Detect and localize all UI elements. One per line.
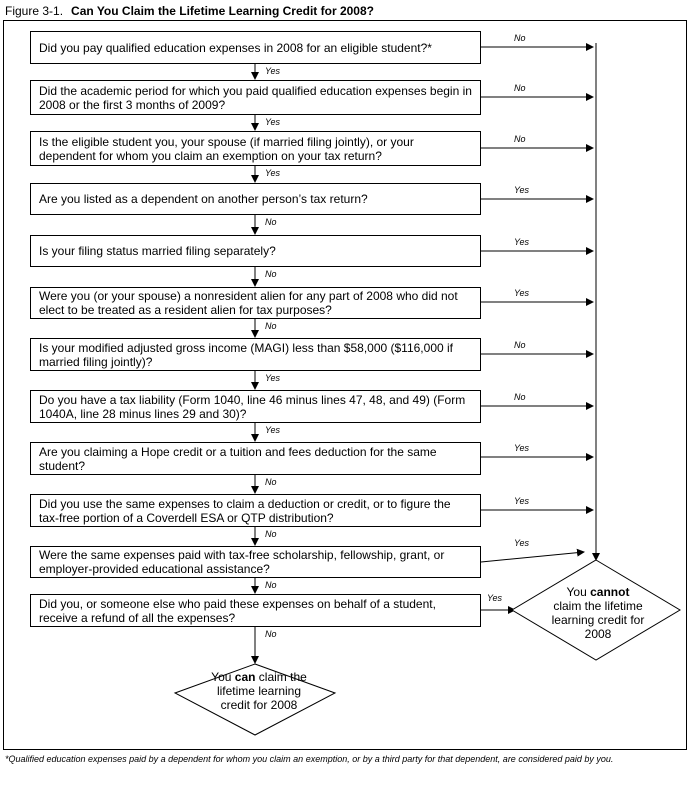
branch-label: No xyxy=(514,33,526,43)
branch-label: Yes xyxy=(514,185,530,195)
branch-label: No xyxy=(265,529,277,539)
question-box-8: Do you have a tax liability (Form 1040, … xyxy=(30,390,481,423)
question-text: Were you (or your spouse) a nonresident … xyxy=(39,289,458,317)
branch-label: Yes xyxy=(265,373,281,383)
branch-label: Yes xyxy=(514,288,530,298)
question-box-10: Did you use the same expenses to claim a… xyxy=(30,494,481,527)
question-text: Did the academic period for which you pa… xyxy=(39,83,472,112)
question-text: Did you, or someone else who paid these … xyxy=(39,596,436,625)
question-text: Is the eligible student you, your spouse… xyxy=(39,134,414,163)
figure-frame xyxy=(3,20,687,750)
branch-label: No xyxy=(514,392,526,402)
figure-number: Figure 3-1. xyxy=(5,4,64,18)
branch-label: Yes xyxy=(487,593,503,603)
question-box-12: Did you, or someone else who paid these … xyxy=(30,594,481,627)
branch-label: No xyxy=(265,580,277,590)
branch-label: No xyxy=(514,83,526,93)
question-text: Are you listed as a dependent on another… xyxy=(39,192,368,206)
branch-label: No xyxy=(514,134,526,144)
question-text: Did you pay qualified education expenses… xyxy=(39,40,432,55)
question-box-2: Did the academic period for which you pa… xyxy=(30,80,481,115)
question-box-11: Were the same expenses paid with tax-fre… xyxy=(30,546,481,578)
connector-arrow xyxy=(480,548,585,563)
branch-label: Yes xyxy=(514,538,530,548)
figure-title: Can You Claim the Lifetime Learning Cred… xyxy=(71,4,374,18)
figure-caption: Figure 3-1. Can You Claim the Lifetime Le… xyxy=(5,4,374,18)
question-box-9: Are you claiming a Hope credit or a tuit… xyxy=(30,442,481,475)
branch-label: No xyxy=(265,269,277,279)
branch-label: Yes xyxy=(265,66,281,76)
can-claim-text: You can claim the lifetime learning cred… xyxy=(211,670,307,712)
branch-label: No xyxy=(265,217,277,227)
question-box-4: Are you listed as a dependent on another… xyxy=(30,183,481,215)
question-text: Is your modified adjusted gross income (… xyxy=(39,340,453,369)
branch-label: Yes xyxy=(265,168,281,178)
question-text: Were the same expenses paid with tax-fre… xyxy=(39,548,445,576)
question-box-1: Did you pay qualified education expenses… xyxy=(30,31,481,64)
branch-label: Yes xyxy=(265,425,281,435)
branch-label: Yes xyxy=(265,117,281,127)
question-box-7: Is your modified adjusted gross income (… xyxy=(30,338,481,371)
question-text: Are you claiming a Hope credit or a tuit… xyxy=(39,444,437,473)
question-box-5: Is your filing status married filing sep… xyxy=(30,235,481,267)
result-diamond xyxy=(511,559,681,661)
branch-label: Yes xyxy=(514,443,530,453)
cannot-claim-text: You cannot claim the lifetime learning c… xyxy=(551,585,645,641)
question-text: Is your filing status married filing sep… xyxy=(39,244,276,258)
branch-label: No xyxy=(265,629,277,639)
question-box-6: Were you (or your spouse) a nonresident … xyxy=(30,287,481,319)
question-text: Did you use the same expenses to claim a… xyxy=(39,496,451,525)
result-diamond xyxy=(173,663,337,736)
question-box-3: Is the eligible student you, your spouse… xyxy=(30,131,481,166)
branch-label: No xyxy=(265,321,277,331)
branch-label: No xyxy=(514,340,526,350)
branch-label: Yes xyxy=(514,237,530,247)
footnote: *Qualified education expenses paid by a … xyxy=(5,754,614,764)
question-text: Do you have a tax liability (Form 1040, … xyxy=(39,392,466,421)
branch-label: Yes xyxy=(514,496,530,506)
branch-label: No xyxy=(265,477,277,487)
